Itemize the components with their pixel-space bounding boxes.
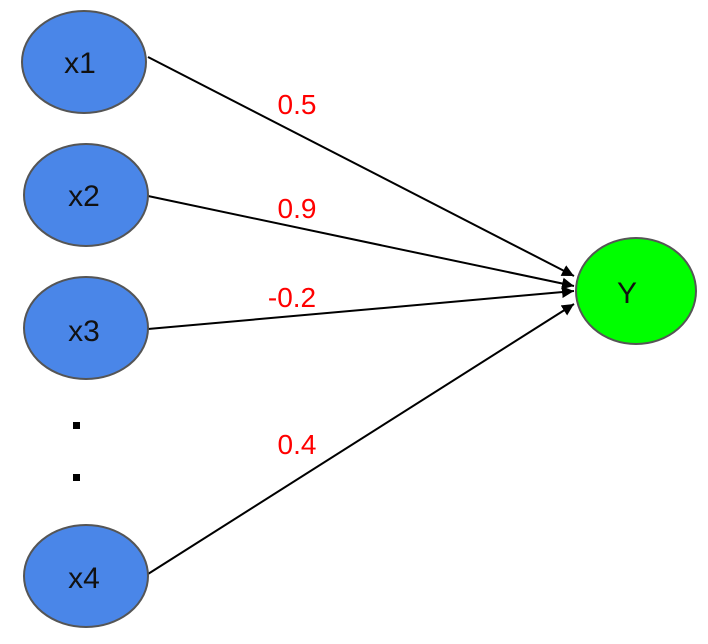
edge-x4-to-y <box>147 303 575 575</box>
weight-labels: 0.5 0.9 -0.2 0.4 <box>268 89 317 460</box>
weight-label-x4: 0.4 <box>278 429 317 460</box>
input-node-x1: x1 <box>21 10 147 114</box>
edge-x3-to-y <box>147 286 575 330</box>
weight-label-x3: -0.2 <box>268 282 316 313</box>
ellipsis-dot <box>73 422 80 429</box>
edge-x1-to-y <box>147 56 575 277</box>
weight-label-x2: 0.9 <box>278 193 317 224</box>
output-node-shape <box>575 237 697 345</box>
input-node-label: x3 <box>68 315 100 348</box>
input-node-x4: x4 <box>23 524 149 628</box>
input-node-label: x4 <box>68 562 100 595</box>
weight-label-x1: 0.5 <box>278 89 317 120</box>
input-node-label: x2 <box>68 180 100 213</box>
input-node-shape <box>23 143 149 247</box>
input-node-shape <box>23 276 149 380</box>
ellipsis-text: .. <box>78 429 79 430</box>
output-node-label: Y <box>617 277 637 310</box>
output-node-y: Y <box>575 237 697 345</box>
edges <box>147 56 575 575</box>
ellipsis-dot <box>73 474 80 481</box>
input-node-label: x1 <box>64 47 96 80</box>
edge-x2-to-y <box>147 195 575 290</box>
ellipsis-dots: .. <box>73 422 80 481</box>
input-node-x3: x3 <box>23 276 149 380</box>
input-node-shape <box>23 524 149 628</box>
input-node-shape <box>21 10 147 114</box>
input-node-x2: x2 <box>23 143 149 247</box>
